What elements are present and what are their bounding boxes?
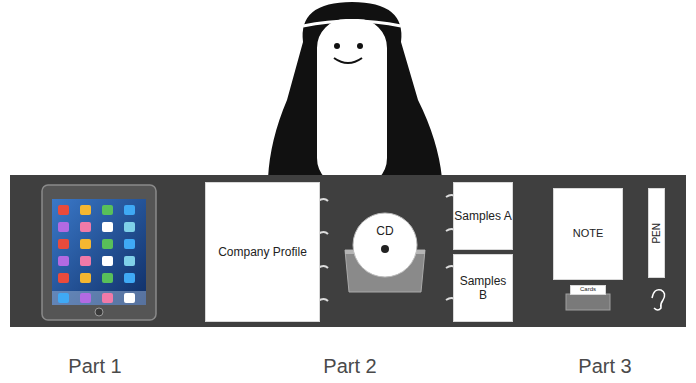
- disc: [353, 213, 417, 277]
- app-icon: [102, 205, 113, 215]
- smile: [334, 58, 362, 63]
- node-text: PEN: [651, 223, 663, 244]
- headband: [303, 21, 401, 26]
- document-page: Samples A: [453, 182, 513, 250]
- card-tray: [566, 294, 610, 310]
- pen: PEN: [648, 188, 665, 278]
- node-text: Company Profile: [218, 245, 307, 259]
- node-text: CD: [376, 224, 393, 238]
- business-card: Cards: [570, 285, 606, 295]
- part-label: Part 1: [68, 355, 121, 378]
- app-icons: [58, 205, 135, 303]
- face: [316, 18, 388, 188]
- app-icon: [80, 205, 91, 215]
- app-icon: [58, 273, 69, 283]
- app-icon: [124, 293, 135, 303]
- display-band: [10, 175, 686, 327]
- app-icon: [102, 273, 113, 283]
- tablet-screen: [52, 199, 146, 305]
- app-icon: [58, 205, 69, 215]
- notepad: NOTE: [553, 188, 623, 280]
- app-icon: [102, 256, 113, 266]
- tablet-dock: [52, 291, 146, 305]
- app-icon: [80, 222, 91, 232]
- app-icon: [124, 239, 135, 249]
- app-icon: [124, 256, 135, 266]
- app-icon: [58, 222, 69, 232]
- app-icon: [102, 222, 113, 232]
- app-icon: [58, 239, 69, 249]
- node-text: NOTE: [573, 227, 604, 240]
- cd-disc: CD: [352, 212, 418, 278]
- disc-hole: [381, 245, 389, 253]
- eye: [334, 43, 340, 49]
- app-icon: [124, 222, 135, 232]
- app-icon: [102, 239, 113, 249]
- app-icon: [80, 256, 91, 266]
- tablet-illustration: [42, 185, 156, 320]
- part-label: Part 3: [578, 355, 631, 378]
- app-icon: [58, 293, 69, 303]
- woman-figure: [268, 2, 442, 188]
- app-icon: [124, 273, 135, 283]
- tablet-body: [42, 185, 156, 320]
- node-text: Samples A: [454, 209, 511, 223]
- disc-outline: [352, 212, 418, 278]
- app-icon: [124, 205, 135, 215]
- eye: [357, 43, 363, 49]
- app-icon: [80, 293, 91, 303]
- app-icon: [80, 273, 91, 283]
- document-page: Samples B: [453, 254, 513, 322]
- ear-logo: [652, 290, 665, 310]
- binder-rings: [318, 195, 456, 301]
- app-icon: [80, 239, 91, 249]
- part-label: Part 2: [323, 355, 376, 378]
- app-icon: [58, 256, 69, 266]
- document-page: Company Profile: [205, 182, 320, 322]
- node-text: Cards: [580, 286, 596, 293]
- home-button: [95, 308, 103, 316]
- node-text: Samples B: [454, 274, 512, 303]
- app-icon: [102, 293, 113, 303]
